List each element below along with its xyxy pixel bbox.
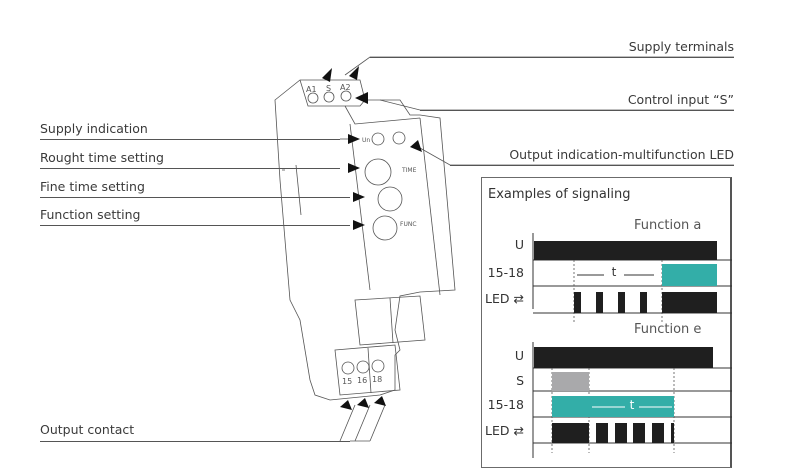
label-function-setting: Function setting: [40, 207, 141, 222]
signaling-panel: Examples of signaling Function a U 15-18…: [481, 177, 732, 468]
row-label-u-e: U: [514, 348, 524, 363]
terminal-16: 16: [357, 376, 367, 385]
label-supply-terminals: Supply terminals: [628, 39, 734, 54]
signal-led-pulse-e-1: [615, 423, 627, 443]
label-supply-indication: Supply indication: [40, 121, 148, 136]
label-output-contact: Output contact: [40, 422, 135, 437]
label-rough-time-setting: Rought time setting: [40, 150, 164, 165]
signal-s-e: [552, 372, 589, 391]
indicator-un: Un: [362, 137, 370, 144]
time-label-a: t: [612, 265, 617, 279]
signal-led-pulse-a-0: [574, 292, 581, 313]
leader-supply-indication: [40, 139, 340, 140]
leader-control-input: [420, 110, 734, 111]
leader-rough-time-setting: [40, 168, 340, 169]
label-control-input: Control input “S”: [627, 92, 734, 107]
signal-led-pulse-a-1: [596, 292, 603, 313]
signal-led-pulse-e-2: [633, 423, 645, 443]
leader-fine-time-setting: [40, 197, 350, 198]
row-label-led-a: LED ⇄: [485, 291, 524, 306]
terminal-18: 18: [372, 375, 382, 384]
signal-led-pulse-a-3: [640, 292, 647, 313]
function-a-title: Function a: [634, 218, 702, 233]
label-output-indication: Output indication-multifunction LED: [509, 147, 734, 162]
knob-func-label: FUNC: [400, 221, 417, 228]
terminal-s: S: [326, 84, 331, 93]
signal-u-a: [534, 241, 717, 260]
leader-supply-terminals: [370, 57, 734, 58]
terminal-a1: A1: [306, 85, 317, 94]
terminal-a2: A2: [340, 83, 351, 92]
signaling-title: Examples of signaling: [488, 187, 631, 202]
signal-led-pulse-e-0: [596, 423, 608, 443]
row-label-1518-a: 15-18: [487, 265, 524, 280]
signal-output-a: [662, 264, 717, 286]
signal-led-on-e: [552, 423, 589, 443]
signal-led-pulse-a-2: [618, 292, 625, 313]
time-label-e: t: [630, 398, 635, 412]
row-label-u-a: U: [514, 237, 524, 252]
terminal-15: 15: [342, 377, 352, 386]
timing-diagrams: t t: [532, 233, 732, 458]
signal-led-pulse-e-3: [652, 423, 664, 443]
signal-led-pulse-e-4: [671, 423, 674, 443]
knob-time-label: TIME: [401, 167, 417, 174]
leader-function-setting: [40, 225, 350, 226]
function-e-title: Function e: [634, 322, 702, 337]
row-label-s-e: S: [516, 373, 524, 388]
leader-output-indication: [450, 165, 734, 166]
leader-output-contact: [40, 441, 350, 442]
label-fine-time-setting: Fine time setting: [40, 179, 145, 194]
row-label-1518-e: 15-18: [487, 397, 524, 412]
signal-u-e: [534, 347, 713, 368]
row-label-led-e: LED ⇄: [485, 423, 524, 438]
signal-led-on-a: [662, 292, 717, 313]
